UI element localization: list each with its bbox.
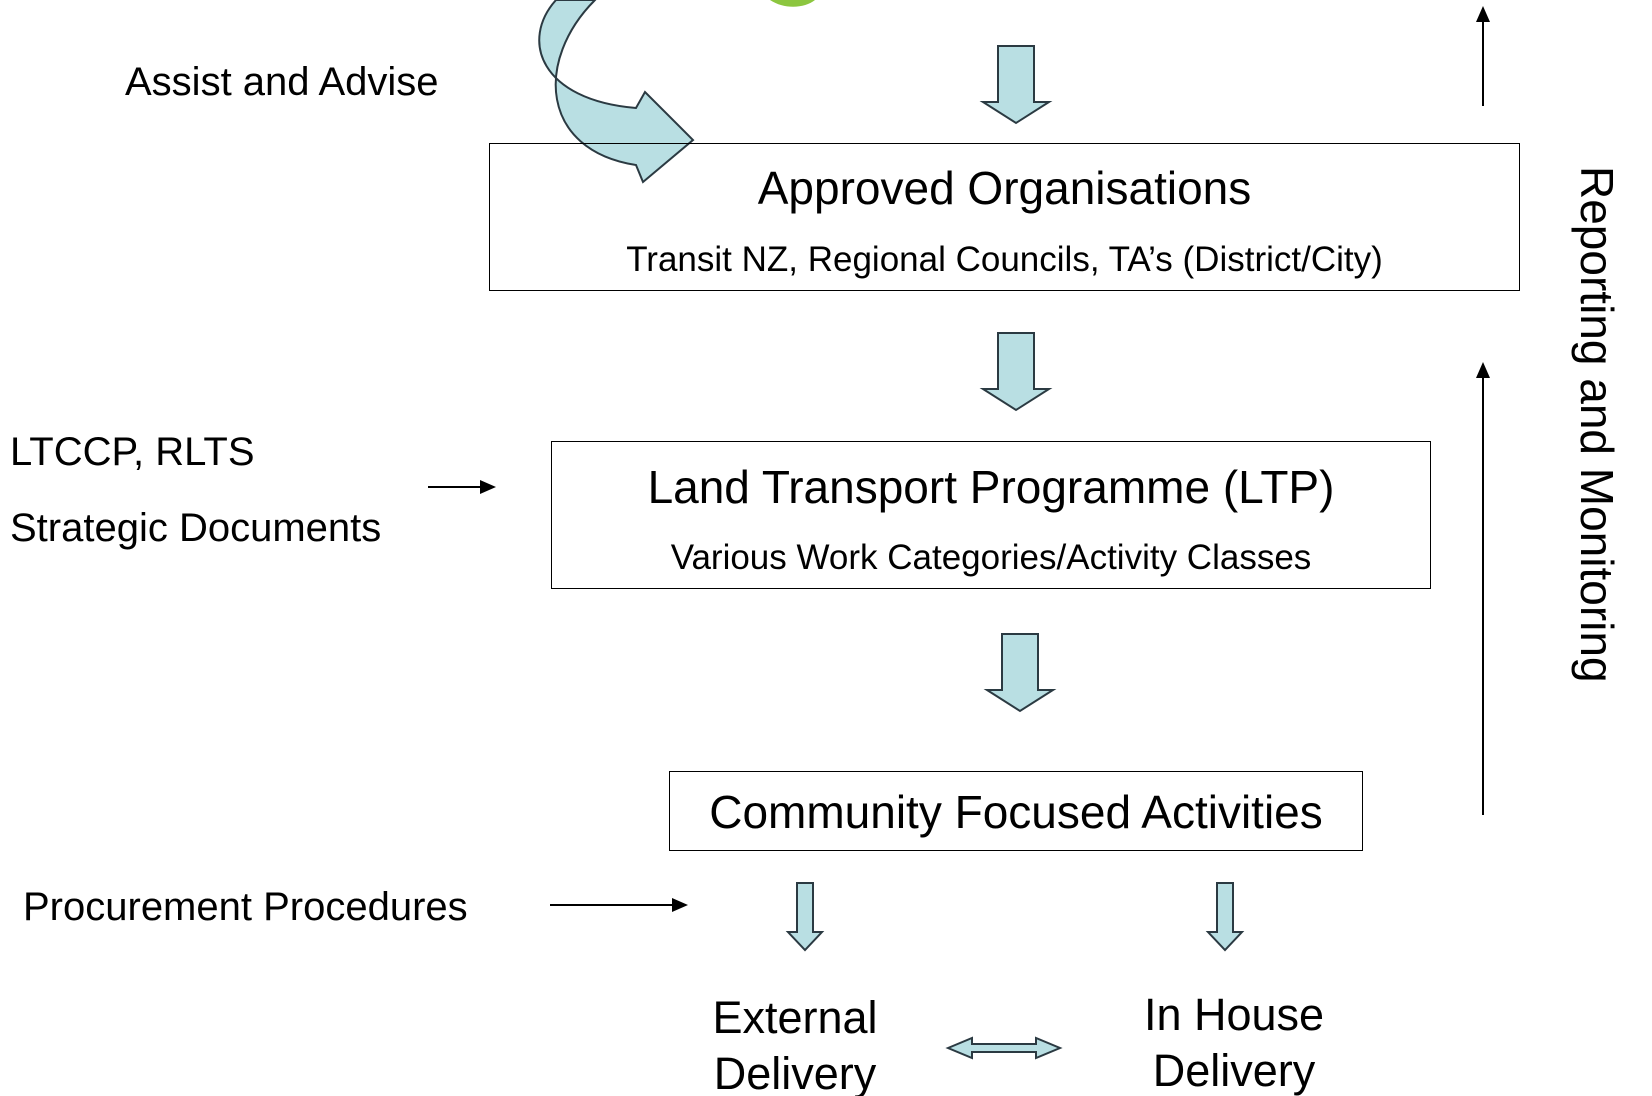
logo-fragment [770, 0, 815, 7]
inhouse-delivery-line-1: In House [1143, 989, 1325, 1040]
assist-advise-label: Assist and Advise [125, 60, 439, 104]
ltp-subtitle: Various Work Categories/Activity Classes [670, 538, 1312, 577]
inhouse-delivery-label: In House Delivery [1104, 987, 1364, 1096]
procurement-pointer-head [672, 898, 688, 912]
strategic-documents-label: Strategic Documents [10, 506, 382, 550]
ltp-title: Land Transport Programme (LTP) [647, 461, 1335, 513]
inhouse-delivery-line-2: Delivery [1152, 1045, 1316, 1096]
approved-organisations-subtitle: Transit NZ, Regional Councils, TA’s (Dis… [626, 240, 1383, 279]
reporting-head-lower [1476, 362, 1490, 378]
procurement-procedures-label: Procurement Procedures [23, 885, 468, 929]
reporting-monitoring-label: Reporting and Monitoring [1571, 166, 1623, 683]
down-arrow-inhouse [1205, 882, 1245, 952]
external-delivery-label: External Delivery [665, 990, 925, 1096]
external-delivery-line-1: External [712, 992, 878, 1043]
down-block-arrow-2 [979, 332, 1053, 412]
community-activities-title: Community Focused Activities [709, 786, 1323, 838]
assist-curved-arrow [538, 0, 695, 184]
external-delivery-line-2: Delivery [713, 1048, 877, 1096]
approved-organisations-title: Approved Organisations [757, 162, 1252, 214]
double-headed-arrow [945, 1036, 1063, 1060]
down-block-arrow-1 [979, 45, 1053, 125]
down-arrow-external [785, 882, 825, 952]
community-activities-box: Community Focused Activities [669, 771, 1363, 851]
down-block-arrow-3 [983, 633, 1057, 713]
reporting-head-upper [1476, 6, 1490, 22]
approved-organisations-box: Approved Organisations Transit NZ, Regio… [489, 143, 1520, 291]
ltccp-rlts-label: LTCCP, RLTS [10, 430, 255, 474]
ltccp-pointer-head [480, 480, 496, 494]
ltp-box: Land Transport Programme (LTP) Various W… [551, 441, 1431, 589]
